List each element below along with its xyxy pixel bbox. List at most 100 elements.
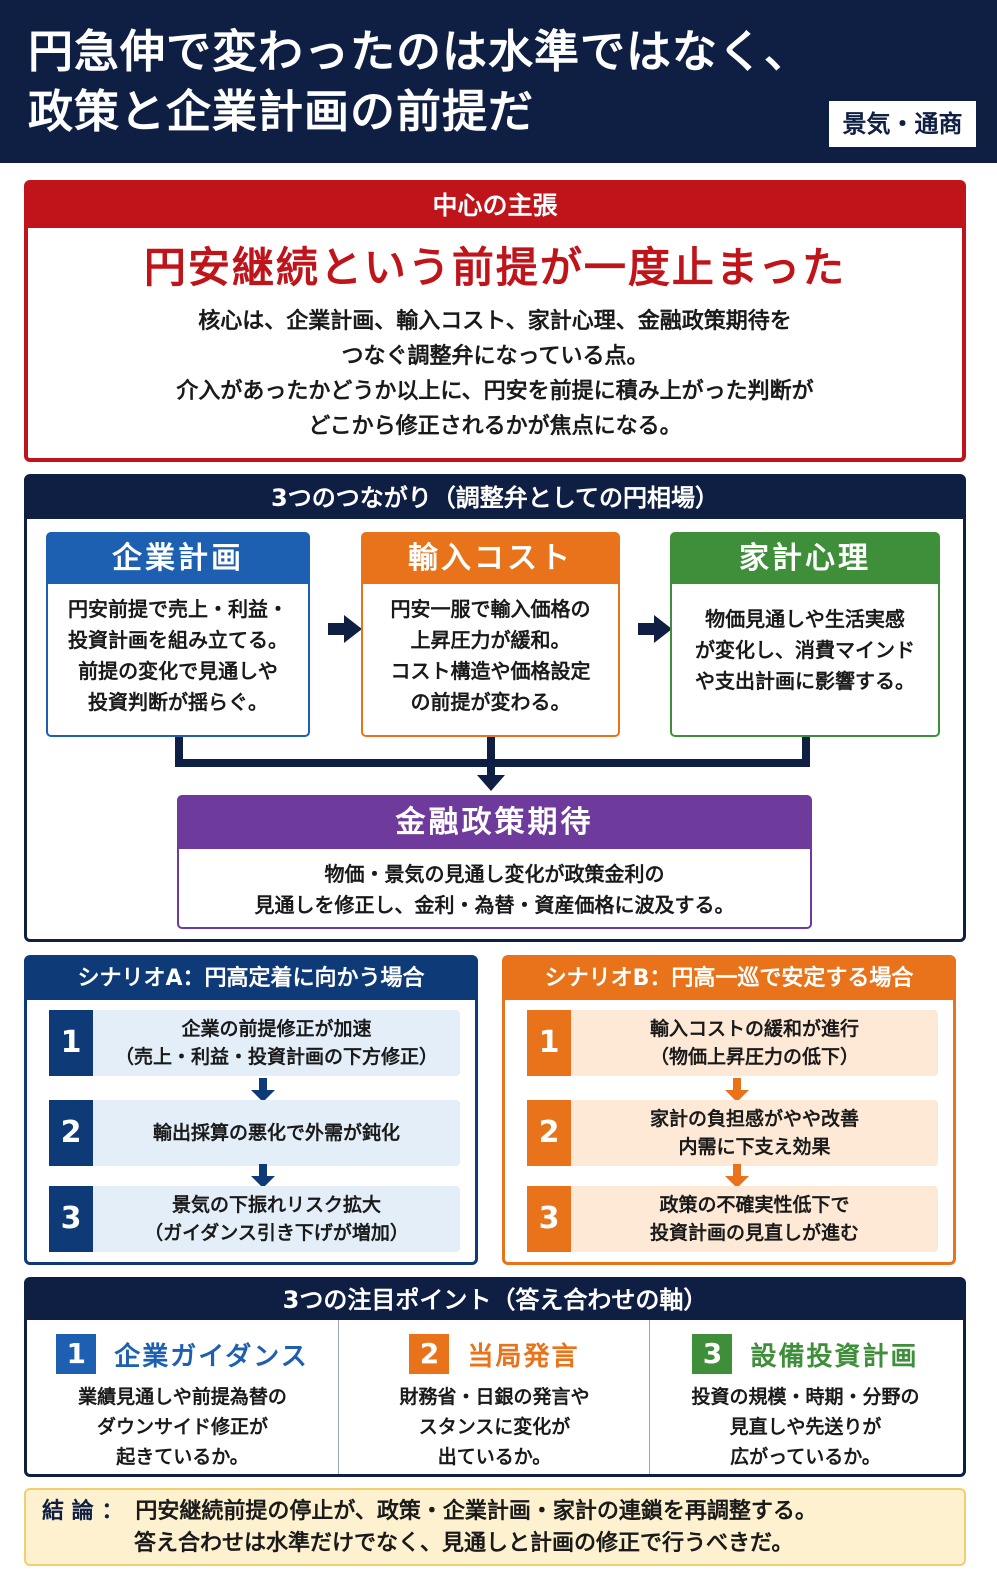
category-badge: 景気・通商 [829,101,976,147]
conclusion-box: 結 論 ：円安継続前提の停止が、政策・企業計画・家計の連鎖を再調整する。 答え合… [24,1488,966,1566]
claim-body-line: つなぐ調整弁になっている点。 [341,344,649,369]
point-title: 3 設備投資計画 [650,1334,961,1374]
arrow-right-icon [638,615,672,643]
claim-body-line: 核心は、企業計画、輸入コスト、家計心理、金融政策期待を [198,309,792,334]
household-title: 家計心理 [672,534,938,584]
point-body-line: 投資の規模・時期・分野の [691,1386,920,1408]
connector-line [802,737,810,767]
step-text: 政策の不確実性低下で 投資計画の見直しが進む [571,1186,938,1252]
box-body-line: 円安前提で売上・利益・ [68,597,288,621]
step-number: 3 [49,1186,93,1252]
point-body-line: 出ているか。 [437,1446,552,1468]
step-number: 1 [527,1010,571,1076]
point-body-line: ダウンサイド修正が [96,1416,268,1438]
conclusion-line1-row: 結 論 ：円安継続前提の停止が、政策・企業計画・家計の連鎖を再調整する。 [26,1496,964,1528]
box-body-line: コスト構造や価格設定 [390,659,591,683]
step-line: 景気の下振れリスク拡大 [171,1194,381,1216]
point-body: 投資の規模・時期・分野の 見直しや先送りが 広がっているか。 [650,1382,961,1472]
point-number: 2 [409,1334,450,1374]
point-body-line: 業績見通しや前提為替の [78,1386,287,1408]
scenario-a-heading: シナリオA：円高定着に向かう場合 [27,958,475,1000]
focus-point-guidance: 1 企業ガイダンス 業績見通しや前提為替の ダウンサイド修正が 起きているか。 [27,1320,338,1474]
scenario-b-step: 1 輸入コストの緩和が進行 （物価上昇圧力の低下） [527,1010,938,1076]
import-cost-box: 輸入コスト 円安一服で輸入価格の 上昇圧力が緩和。 コスト構造や価格設定 の前提… [361,532,620,737]
point-body-line: 起きているか。 [116,1446,249,1468]
page-title: 円急伸で変わったのは水準ではなく、 政策と企業計画の前提だ [28,22,828,142]
monetary-policy-title: 金融政策期待 [179,797,810,849]
claim-body-line: どこから修正されるかが焦点になる。 [308,414,682,439]
point-body-line: 広がっているか。 [730,1446,881,1468]
scenario-b-panel: シナリオB：円高一巡で安定する場合 1 輸入コストの緩和が進行 （物価上昇圧力の… [502,955,956,1265]
conclusion-label: 結 論 ： [42,1499,124,1524]
box-body-line: 投資計画を組み立てる。 [68,628,288,652]
focus-point-capex: 3 設備投資計画 投資の規模・時期・分野の 見直しや先送りが 広がっているか。 [649,1320,963,1474]
central-claim-main: 円安継続という前提が一度止まった [143,243,847,292]
point-title: 1 企業ガイダンス [27,1334,338,1374]
box-body-line: 上昇圧力が緩和。 [410,628,571,652]
point-body: 財務省・日銀の発言や スタンスに変化が 出ているか。 [339,1382,650,1472]
point-number: 1 [56,1334,97,1374]
step-line: 家計の負担感がやや改善 [649,1108,859,1130]
box-body-line: 投資判断が揺らぐ。 [88,690,268,714]
connector-line [175,737,183,767]
arrow-down-icon [251,1078,275,1102]
step-text: 景気の下振れリスク拡大 （ガイダンス引き下げが増加） [93,1186,460,1252]
step-line: 政策の不確実性低下で [659,1194,850,1216]
focus-points-panel: 3つの注目ポイント（答え合わせの軸） 1 企業ガイダンス 業績見通しや前提為替の… [24,1277,966,1477]
corporate-plan-title: 企業計画 [48,534,308,584]
box-body-line: 物価・景気の見通し変化が政策金利の [324,862,665,886]
scenario-a-panel: シナリオA：円高定着に向かう場合 1 企業の前提修正が加速 （売上・利益・投資計… [24,955,478,1265]
arrow-down-icon [725,1078,749,1102]
scenario-a-step: 1 企業の前提修正が加速 （売上・利益・投資計画の下方修正） [49,1010,460,1076]
corporate-plan-box: 企業計画 円安前提で売上・利益・ 投資計画を組み立てる。 前提の変化で見通しや … [46,532,310,737]
step-number: 2 [527,1100,571,1166]
page-title-line2: 政策と企業計画の前提だ [28,85,535,138]
central-claim-heading: 中心の主張 [28,184,962,228]
point-body-line: スタンスに変化が [418,1416,571,1438]
scenario-a-step: 3 景気の下振れリスク拡大 （ガイダンス引き下げが増加） [49,1186,460,1252]
claim-body-line: 介入があったかどうか以上に、円安を前提に積み上がった判断が [176,379,814,404]
box-body-line: 物価見通しや生活実感 [705,607,905,631]
arrow-down-icon [251,1164,275,1188]
focus-point-authorities: 2 当局発言 財務省・日銀の発言や スタンスに変化が 出ているか。 [338,1320,649,1474]
focus-points-heading: 3つの注目ポイント（答え合わせの軸） [27,1280,963,1320]
monetary-policy-body: 物価・景気の見通し変化が政策金利の 見通しを修正し、金利・為替・資産価格に波及す… [179,849,810,921]
scenario-b-step: 3 政策の不確実性低下で 投資計画の見直しが進む [527,1186,938,1252]
step-text: 輸入コストの緩和が進行 （物価上昇圧力の低下） [571,1010,938,1076]
connector-line [487,759,495,777]
scenario-a-step: 2 輸出採算の悪化で外需が鈍化 [49,1100,460,1166]
monetary-policy-box: 金融政策期待 物価・景気の見通し変化が政策金利の 見通しを修正し、金利・為替・資… [177,795,812,929]
scenario-b-step: 2 家計の負担感がやや改善 内需に下支え効果 [527,1100,938,1166]
box-body-line: が変化し、消費マインド [695,638,915,662]
household-box: 家計心理 物価見通しや生活実感 が変化し、消費マインド や支出計画に影響する。 [670,532,940,737]
step-text: 企業の前提修正が加速 （売上・利益・投資計画の下方修正） [93,1010,460,1076]
step-number: 1 [49,1010,93,1076]
point-title: 2 当局発言 [339,1334,650,1374]
household-body: 物価見通しや生活実感 が変化し、消費マインド や支出計画に影響する。 [672,584,938,697]
step-text: 家計の負担感がやや改善 内需に下支え効果 [571,1100,938,1166]
step-line: （物価上昇圧力の低下） [649,1046,859,1068]
page-header: 円急伸で変わったのは水準ではなく、 政策と企業計画の前提だ 景気・通商 [0,0,997,163]
point-label: 設備投資計画 [750,1341,919,1372]
import-cost-title: 輸入コスト [363,534,618,584]
box-body-line: 前提の変化で見通しや [78,659,278,683]
conclusion-line2: 答え合わせは水準だけでなく、見通しと計画の修正で行うべきだ。 [134,1531,794,1556]
step-text: 輸出採算の悪化で外需が鈍化 [93,1100,460,1166]
page-title-line1: 円急伸で変わったのは水準ではなく、 [28,25,811,78]
point-label: 当局発言 [467,1341,580,1372]
central-claim-body: 核心は、企業計画、輸入コスト、家計心理、金融政策期待を つなぐ調整弁になっている… [28,304,962,444]
connections-panel: 3つのつながり（調整弁としての円相場） 企業計画 円安前提で売上・利益・ 投資計… [24,474,966,942]
corporate-plan-body: 円安前提で売上・利益・ 投資計画を組み立てる。 前提の変化で見通しや 投資判断が… [48,584,308,718]
point-body-line: 見直しや先送りが [729,1416,882,1438]
box-body-line: や支出計画に影響する。 [695,669,915,693]
arrow-down-icon [477,775,505,791]
point-number: 3 [692,1334,733,1374]
point-body: 業績見通しや前提為替の ダウンサイド修正が 起きているか。 [27,1382,338,1472]
connector-line [487,737,495,767]
step-number: 2 [49,1100,93,1166]
step-line: （ガイダンス引き下げが増加） [144,1222,409,1244]
step-line: 輸入コストの緩和が進行 [649,1018,859,1040]
step-line: （売上・利益・投資計画の下方修正） [114,1046,438,1068]
step-line: 内需に下支え効果 [678,1136,831,1158]
central-claim-panel: 中心の主張 円安継続という前提が一度止まった 核心は、企業計画、輸入コスト、家計… [24,180,966,462]
